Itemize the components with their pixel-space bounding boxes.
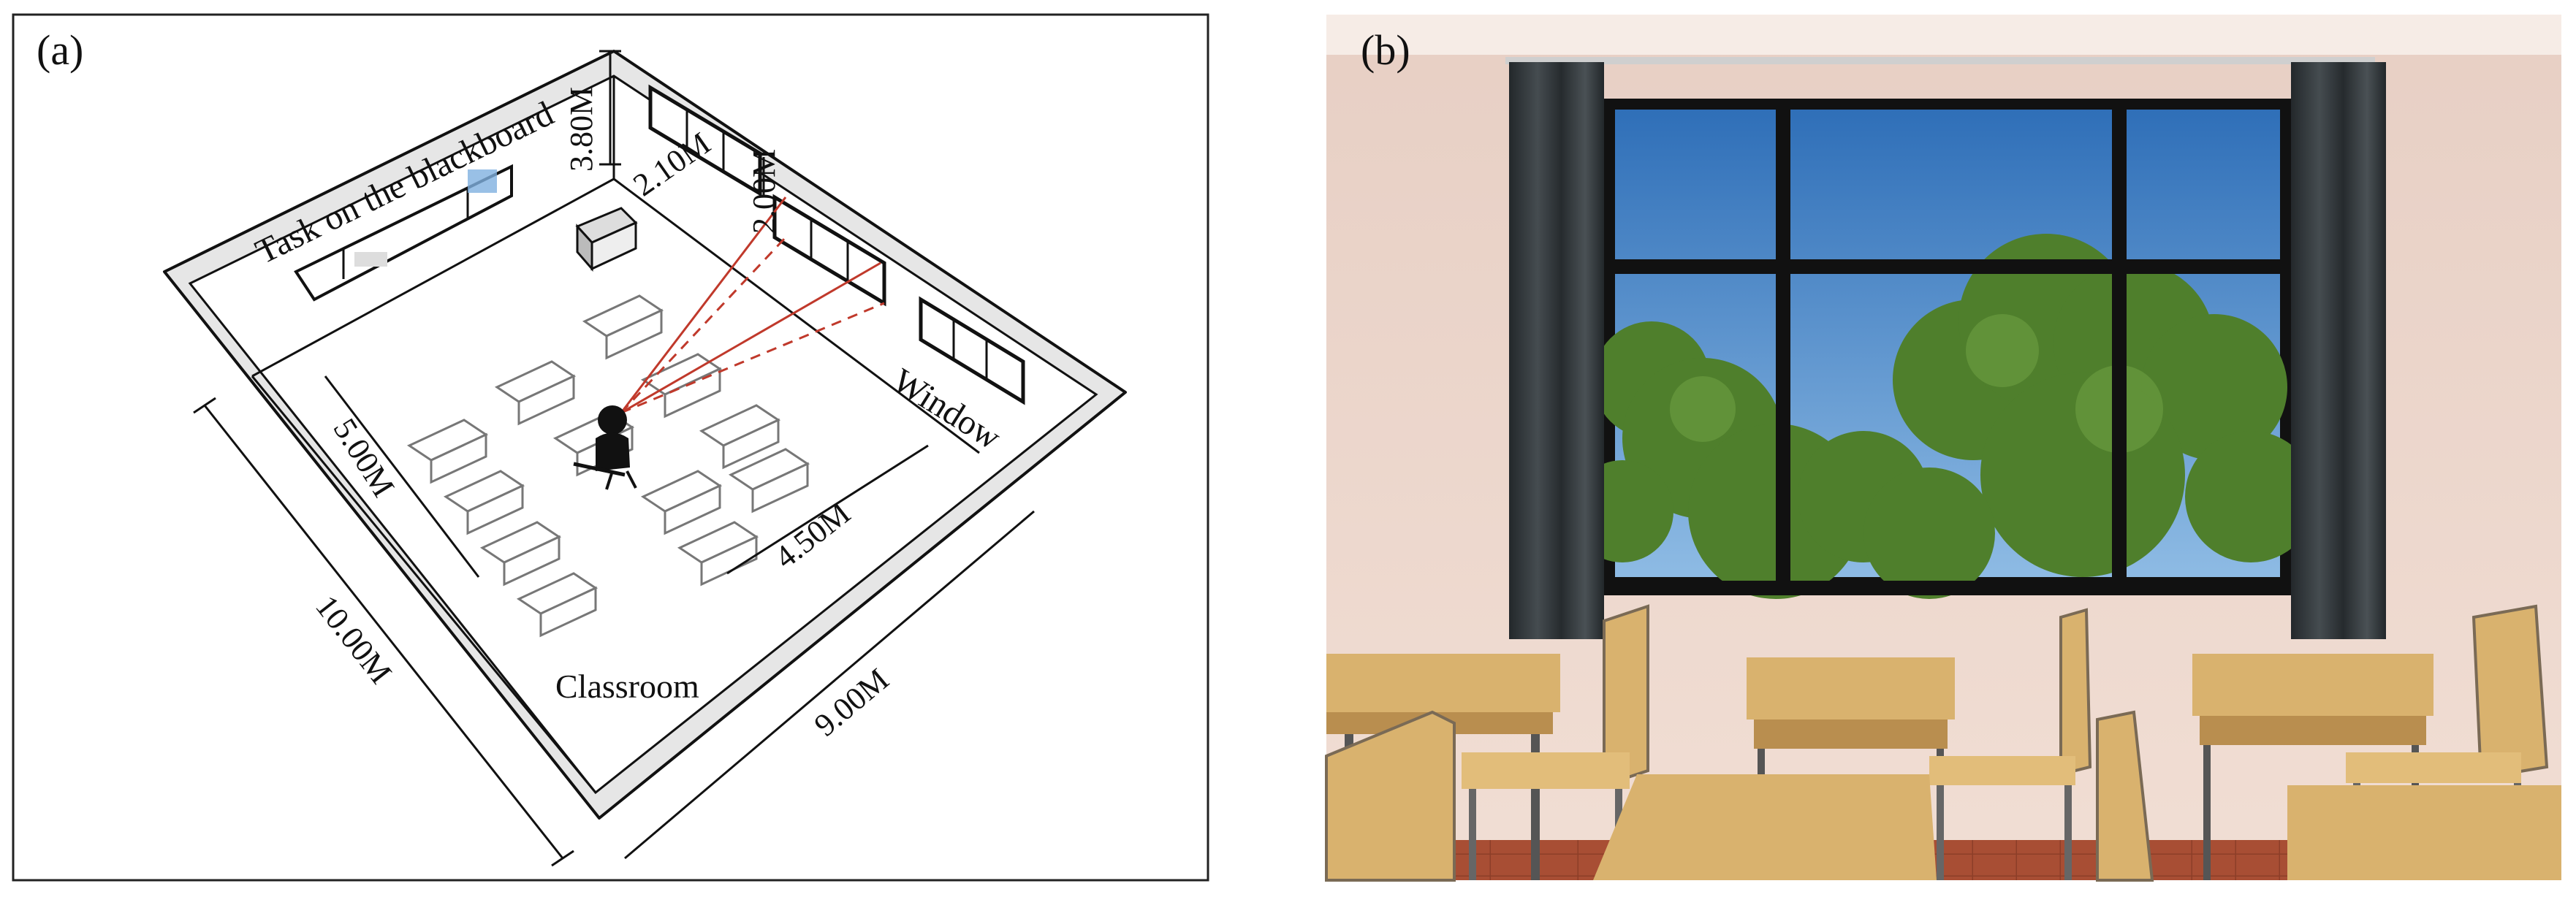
ceiling	[1326, 15, 2561, 55]
desks-and-chairs	[1325, 604, 2561, 882]
floor-edge-left	[251, 375, 597, 793]
floor-edge-front	[251, 178, 615, 378]
panel-a-label: (a)	[37, 26, 83, 74]
classroom-window	[1571, 99, 2317, 599]
panel-b: (b)	[1325, 15, 2561, 882]
curtain-icon	[2291, 62, 2386, 639]
lectern-icon	[575, 207, 638, 272]
sight-lines	[620, 196, 885, 414]
desk-icon	[699, 404, 781, 470]
panel-a: (a) Task on the blackboard	[12, 13, 1209, 882]
room-label: Classroom	[555, 668, 699, 705]
desk-icon	[677, 521, 759, 587]
desk-grid	[406, 294, 810, 638]
curtain-icon	[1509, 62, 1604, 639]
student-icon	[573, 405, 637, 490]
desk-icon	[494, 360, 577, 426]
blackboard-icon	[294, 164, 513, 302]
floor-edge-right	[613, 178, 980, 454]
desk-icon	[640, 470, 723, 535]
desk-icon	[443, 470, 525, 535]
curtain-rail	[1505, 57, 2375, 64]
desk-icon	[728, 448, 810, 514]
desk-icon	[406, 419, 489, 484]
desk-icon	[640, 353, 723, 419]
desk-icon	[516, 572, 599, 638]
panel-b-label: (b)	[1361, 26, 1410, 74]
dim-window-height: 2.00M	[746, 149, 782, 234]
dim-height: 3.80M	[563, 87, 599, 172]
desk-icon	[479, 521, 562, 587]
dimension-lines	[193, 50, 1035, 867]
desk-icon	[582, 294, 664, 360]
